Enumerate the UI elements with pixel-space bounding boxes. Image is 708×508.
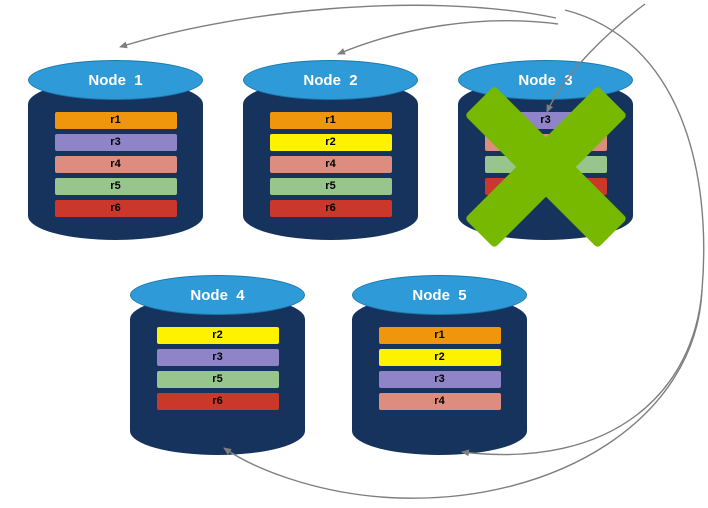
node-4-header: Node 4 (130, 275, 305, 315)
replica-label: r5 (110, 180, 121, 192)
replica-label: r6 (110, 202, 121, 214)
replica-bar: r6 (54, 200, 177, 217)
replica-bar: r6 (156, 393, 279, 410)
node-2-header: Node 2 (243, 60, 418, 100)
replica-bar: r3 (378, 371, 501, 388)
node-4-replicas: r2 r3 r5 r6 (130, 327, 305, 415)
replica-label: r2 (212, 329, 223, 341)
replica-bar: r5 (156, 371, 279, 388)
replica-label: r4 (540, 136, 551, 148)
replica-bar: r2 (269, 134, 392, 151)
replica-label: r3 (212, 351, 223, 363)
replica-label: r6 (540, 180, 551, 192)
replica-bar: r1 (54, 112, 177, 129)
node-2-title: Node 2 (303, 71, 358, 89)
replica-label: r5 (212, 373, 223, 385)
node-3-replicas: r3 r4 r5 r6 (458, 112, 633, 200)
node-4: Node 4 r2 r3 r5 r6 (130, 275, 305, 455)
node-3-header: Node 3 (458, 60, 633, 100)
replica-label: r1 (434, 329, 445, 341)
replica-label: r1 (325, 114, 336, 126)
node-1: Node 1 r1 r3 r4 r5 r6 (28, 60, 203, 240)
replica-label: r3 (540, 114, 551, 126)
replica-bar: r3 (156, 349, 279, 366)
replica-label: r4 (434, 395, 445, 407)
replica-bar: r5 (269, 178, 392, 195)
replica-label: r2 (325, 136, 336, 148)
node-2-replicas: r1 r2 r4 r5 r6 (243, 112, 418, 222)
replica-bar: r2 (378, 349, 501, 366)
replica-label: r2 (434, 351, 445, 363)
replica-label: r6 (325, 202, 336, 214)
node-3-title: Node 3 (518, 71, 573, 89)
replica-bar: r3 (54, 134, 177, 151)
node-5: Node 5 r1 r2 r3 r4 (352, 275, 527, 455)
replica-label: r5 (325, 180, 336, 192)
replica-bar: r6 (269, 200, 392, 217)
replica-bar: r3 (484, 112, 607, 129)
replica-bar: r5 (484, 156, 607, 173)
node-5-replicas: r1 r2 r3 r4 (352, 327, 527, 415)
replica-label: r5 (540, 158, 551, 170)
replica-label: r3 (434, 373, 445, 385)
arrow-to-node-2 (337, 20, 559, 55)
replica-bar: r5 (54, 178, 177, 195)
node-2: Node 2 r1 r2 r4 r5 r6 (243, 60, 418, 240)
arrow-to-node-1 (119, 4, 557, 49)
replica-label: r6 (212, 395, 223, 407)
node-3: Node 3 r3 r4 r5 r6 (458, 60, 633, 240)
node-1-replicas: r1 r3 r4 r5 r6 (28, 112, 203, 222)
node-1-title: Node 1 (88, 71, 143, 89)
replica-bar: r4 (378, 393, 501, 410)
node-5-title: Node 5 (412, 286, 467, 304)
replica-bar: r4 (54, 156, 177, 173)
replica-bar: r2 (156, 327, 279, 344)
replica-bar: r1 (269, 112, 392, 129)
replica-bar: r1 (378, 327, 501, 344)
replica-label: r1 (110, 114, 121, 126)
replica-bar: r6 (484, 178, 607, 195)
node-5-header: Node 5 (352, 275, 527, 315)
replica-bar: r4 (269, 156, 392, 173)
node-1-header: Node 1 (28, 60, 203, 100)
replica-label: r3 (110, 136, 121, 148)
replica-bar: r4 (484, 134, 607, 151)
replica-label: r4 (325, 158, 336, 170)
node-4-title: Node 4 (190, 286, 245, 304)
replica-label: r4 (110, 158, 121, 170)
